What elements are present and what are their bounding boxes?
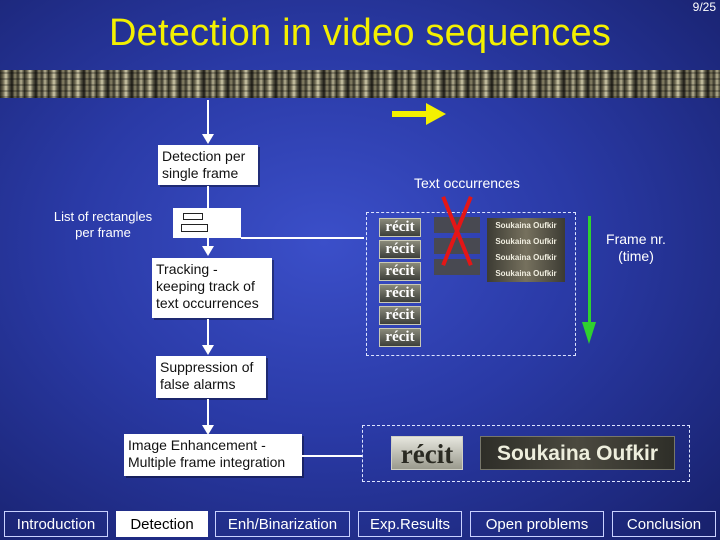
enhanced-recit: récit (391, 436, 463, 470)
slide-title: Detection in video sequences (108, 12, 612, 54)
nav-conclusion[interactable]: Conclusion (612, 511, 716, 537)
arrow-down-icon (202, 425, 214, 435)
rectangle-icon (181, 224, 208, 232)
connector-to-enhanced (302, 455, 362, 457)
soukaina-occurrence: Soukaina Oufkir (487, 218, 565, 234)
arrow-down-icon (202, 246, 214, 256)
nav-open-problems[interactable]: Open problems (470, 511, 604, 537)
enhanced-result-frame (362, 425, 690, 482)
video-filmstrip (0, 70, 720, 98)
time-arrow-head-icon (582, 322, 596, 344)
step-tracking-box: Tracking - keeping track of text occurre… (152, 258, 272, 318)
page-number: 9/25 (692, 0, 716, 14)
recit-occurrence: récit (379, 218, 421, 237)
false-alarm-thumbnail (434, 259, 480, 275)
enhanced-soukaina: Soukaina Oufkir (480, 436, 675, 470)
time-arrow-icon (588, 216, 591, 330)
nav-introduction[interactable]: Introduction (4, 511, 108, 537)
recit-occurrence: récit (379, 262, 421, 281)
arrow-down-icon (202, 134, 214, 144)
section-nav: Introduction Detection Enh/Binarization … (0, 508, 720, 540)
recit-occurrence: récit (379, 284, 421, 303)
text-occurrences-label: Text occurrences (414, 175, 520, 191)
false-alarm-thumbnail (434, 238, 480, 254)
flow-connector (207, 399, 209, 425)
soukaina-occurrence: Soukaina Oufkir (487, 250, 565, 266)
flow-connector (207, 319, 209, 345)
connector-to-figure (241, 237, 364, 239)
step-detection-box: Detection per single frame (158, 145, 258, 185)
arrow-down-icon (202, 345, 214, 355)
recit-occurrence: récit (379, 240, 421, 259)
nav-exp-results[interactable]: Exp.Results (358, 511, 462, 537)
soukaina-occurrence: Soukaina Oufkir (487, 234, 565, 250)
list-of-rectangles-label: List of rectangles per frame (53, 209, 153, 240)
occurrences-frame (366, 212, 576, 356)
frame-number-label: Frame nr. (time) (606, 231, 666, 264)
recit-occurrence: récit (379, 328, 421, 347)
flow-connector (207, 100, 209, 134)
step-suppression-box: Suppression of false alarms (156, 356, 266, 398)
nav-enh-binarization[interactable]: Enh/Binarization (215, 511, 350, 537)
nav-detection[interactable]: Detection (116, 511, 208, 537)
recit-occurrence: récit (379, 306, 421, 325)
arrow-right-icon (392, 111, 428, 117)
rectangle-icon (183, 213, 203, 220)
arrow-right-head-icon (426, 103, 446, 125)
soukaina-occurrence: Soukaina Oufkir (487, 266, 565, 282)
step-enhancement-box: Image Enhancement - Multiple frame integ… (124, 434, 302, 476)
